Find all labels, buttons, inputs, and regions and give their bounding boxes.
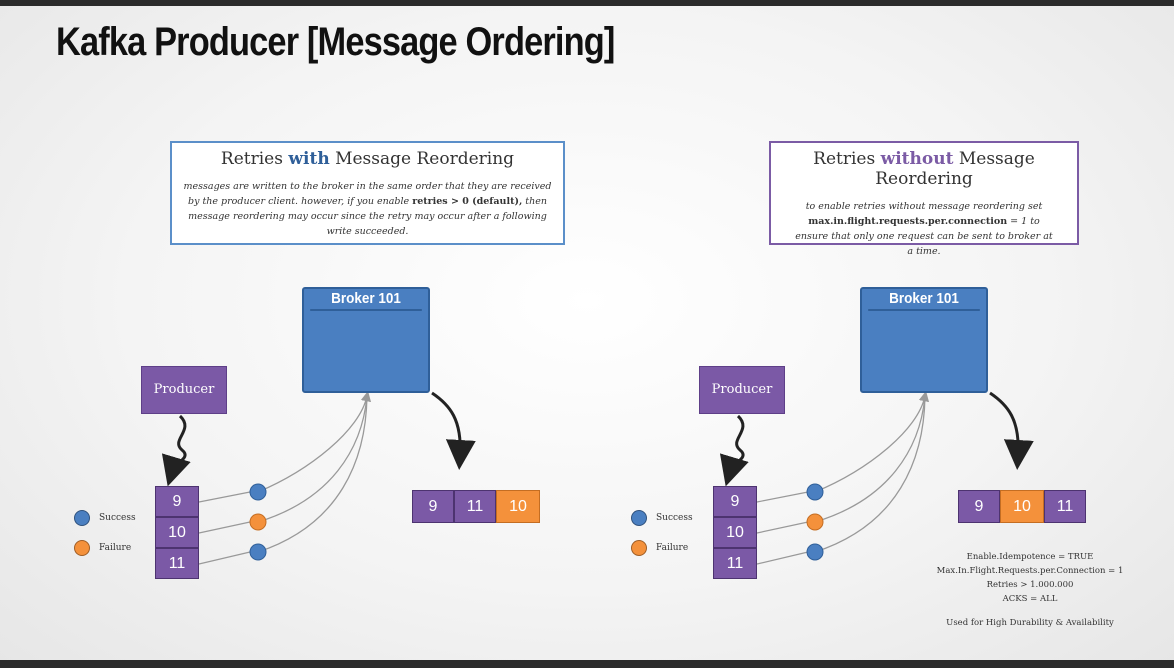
message-11: 11 xyxy=(155,548,199,579)
top-bar xyxy=(0,0,1174,6)
broker-result-row-right: 9 10 11 xyxy=(958,490,1086,523)
link-10-right xyxy=(756,521,809,534)
message-9: 9 xyxy=(155,486,199,517)
broker-101-right: Broker 101 xyxy=(860,287,988,393)
right-info-panel: Retries without Message Reordering to en… xyxy=(769,141,1079,257)
status-dot-10 xyxy=(249,513,267,531)
link-11-right xyxy=(756,551,809,565)
left-panel-body: messages are written to the broker in th… xyxy=(183,181,552,237)
right-panel-body: to enable retries without message reorde… xyxy=(795,201,1053,257)
link-11 xyxy=(198,551,251,565)
link-9 xyxy=(198,491,251,503)
left-info-panel: Retries with Message Reordering messages… xyxy=(170,141,565,245)
broker-output-arrow-right xyxy=(989,391,1034,470)
broker-101: Broker 101 xyxy=(302,287,430,393)
note-used-for: Used for High Durability & Availability xyxy=(946,618,1114,628)
legend-success-right: Success xyxy=(656,513,693,523)
result-cell-failed: 10 xyxy=(496,490,540,523)
legend-failure-right: Failure xyxy=(656,543,689,553)
retry-line-11-right xyxy=(814,395,926,553)
result-cell: 9 xyxy=(412,490,454,523)
producer-arrow-right xyxy=(719,414,749,487)
right-panel-heading: Retries without Message Reordering xyxy=(813,149,1035,189)
result-cell-right: 11 xyxy=(1044,490,1086,523)
message-11-right: 11 xyxy=(713,548,757,579)
failure-dot-icon xyxy=(631,540,647,556)
broker-label: Broker 101 xyxy=(310,289,422,311)
note-max-in-flight: Max.In.Flight.Requests.per.Connection = … xyxy=(936,566,1124,576)
retry-line-10-right xyxy=(814,395,926,523)
page-title: Kafka Producer [Message Ordering] xyxy=(56,20,615,64)
retry-line-10 xyxy=(257,395,368,523)
legend-success: Success xyxy=(99,513,136,523)
left-panel-heading: Retries with Message Reordering xyxy=(220,149,515,169)
status-dot-11 xyxy=(249,543,267,561)
retry-line-9-right xyxy=(814,390,930,493)
success-dot-icon xyxy=(631,510,647,526)
retry-line-11 xyxy=(257,395,368,553)
broker-label-right: Broker 101 xyxy=(868,289,980,311)
config-notes: Enable.Idempotence = TRUE Max.In.Flight.… xyxy=(930,550,1130,630)
legend-left: Success Failure xyxy=(74,503,136,563)
broker-result-row: 9 11 10 xyxy=(412,490,540,523)
status-dot-10-right xyxy=(806,513,824,531)
message-10: 10 xyxy=(155,517,199,548)
broker-output-arrow xyxy=(431,391,476,470)
link-10 xyxy=(198,521,251,534)
status-dot-11-right xyxy=(806,543,824,561)
result-cell: 11 xyxy=(454,490,496,523)
status-dot-9-right xyxy=(806,483,824,501)
status-dot-9 xyxy=(249,483,267,501)
producer-right: Producer xyxy=(699,366,785,414)
producer: Producer xyxy=(141,366,227,414)
message-9-right: 9 xyxy=(713,486,757,517)
retry-line-9 xyxy=(257,390,372,493)
result-cell-right: 9 xyxy=(958,490,1000,523)
note-acks: ACKS = ALL xyxy=(1002,594,1058,604)
note-idempotence: Enable.Idempotence = TRUE xyxy=(966,552,1094,562)
legend-failure: Failure xyxy=(99,543,132,553)
link-9-right xyxy=(756,491,809,503)
legend-right: Success Failure xyxy=(631,503,693,563)
failure-dot-icon xyxy=(74,540,90,556)
bottom-bar xyxy=(0,660,1174,668)
success-dot-icon xyxy=(74,510,90,526)
result-cell-failed-right: 10 xyxy=(1000,490,1044,523)
note-retries: Retries > 1.000.000 xyxy=(986,580,1074,590)
message-stack-right: 9 10 11 xyxy=(713,486,757,579)
message-10-right: 10 xyxy=(713,517,757,548)
producer-arrow xyxy=(161,414,191,487)
message-stack: 9 10 11 xyxy=(155,486,199,579)
